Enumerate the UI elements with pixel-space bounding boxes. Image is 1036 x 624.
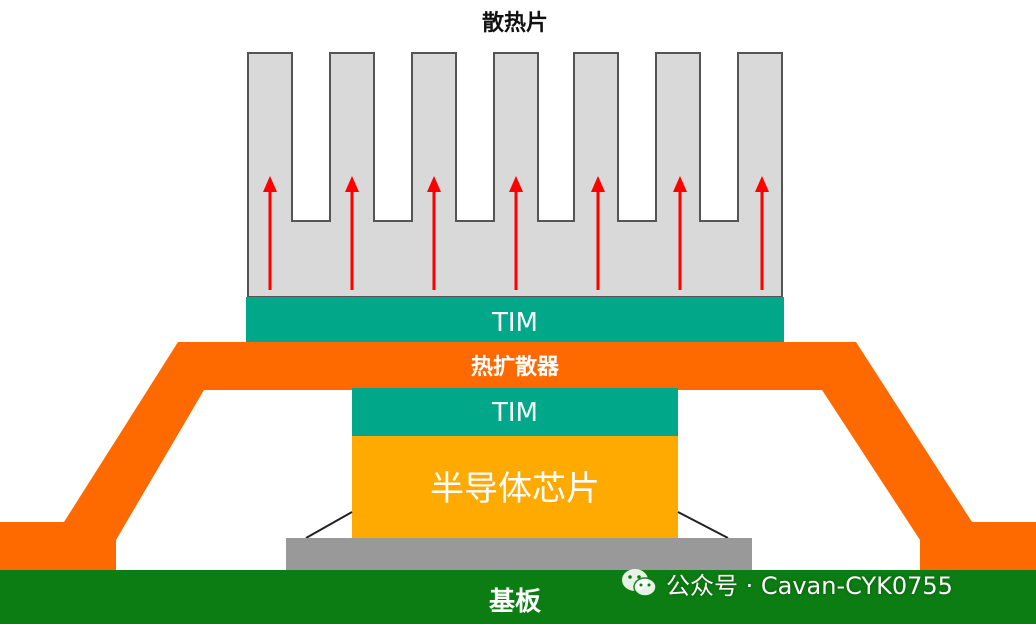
label-substrate: 基板 — [489, 587, 541, 617]
heat-arrow-head — [755, 176, 769, 192]
heat-arrow-head — [509, 176, 523, 192]
bond-wire-right — [677, 511, 729, 539]
heat-arrow-head — [673, 176, 687, 192]
heat-spreader — [0, 342, 1036, 570]
heat-flow-arrows — [263, 176, 769, 290]
die-base-plate — [286, 538, 752, 570]
bond-wire-left — [305, 511, 353, 539]
tim-top-layer — [246, 297, 784, 343]
heat-arrow-head — [427, 176, 441, 192]
label-tim-top: TIM — [491, 308, 538, 338]
semiconductor-chip — [352, 436, 678, 538]
heat-arrow-head — [591, 176, 605, 192]
watermark: 公众号 · Cavan-CYK0755 — [620, 566, 953, 600]
heatsink — [247, 52, 783, 298]
label-tim-bottom: TIM — [491, 398, 538, 428]
tim-bottom-layer — [352, 388, 678, 436]
heat-arrow-head — [345, 176, 359, 192]
heat-arrow-head — [263, 176, 277, 192]
substrate-board — [0, 570, 1036, 624]
label-heat-spreader: 热扩散器 — [471, 354, 560, 380]
label-chip: 半导体芯片 — [430, 469, 600, 509]
wechat-icon — [622, 569, 657, 597]
label-heatsink: 散热片 — [482, 10, 548, 36]
watermark-text: 公众号 · Cavan-CYK0755 — [666, 571, 953, 600]
